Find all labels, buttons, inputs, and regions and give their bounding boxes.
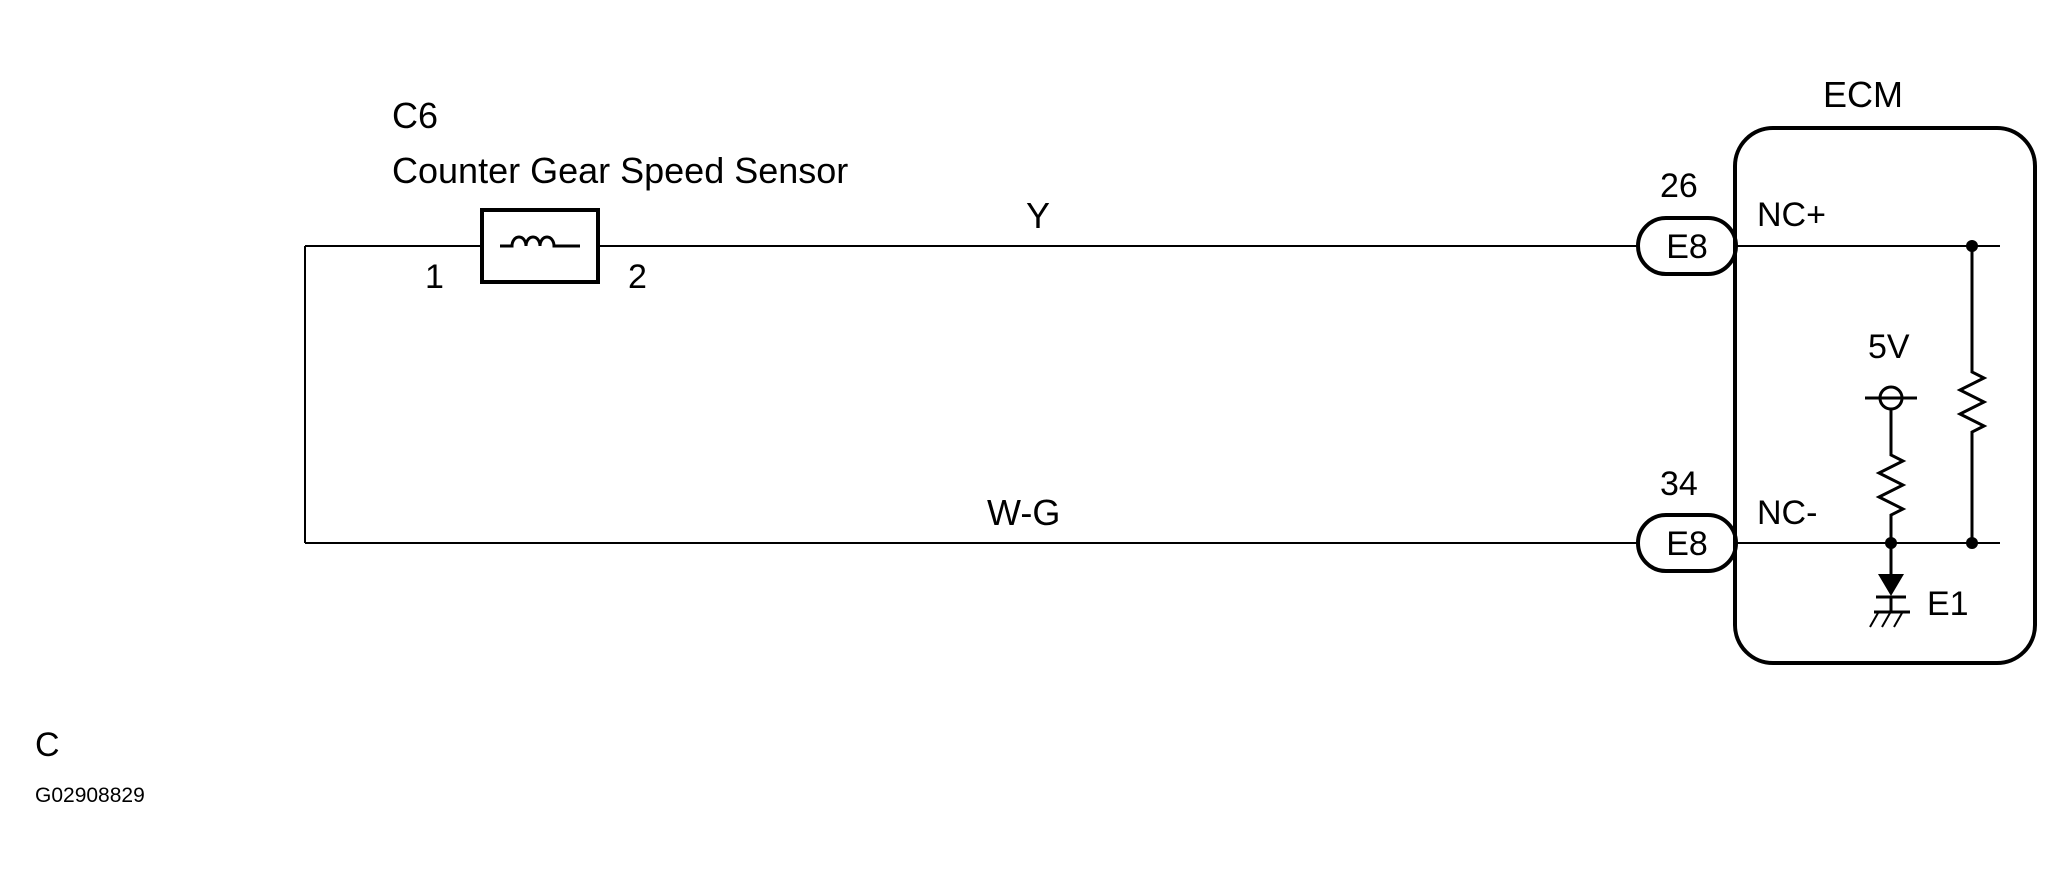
coil-icon: [500, 235, 580, 248]
ground-label: E1: [1927, 585, 1969, 623]
sensor-box: [480, 208, 600, 284]
sensor-code: C6: [392, 95, 438, 136]
ecm-pin-top-number: 26: [1660, 167, 1698, 205]
ecm-pin-top-connector: E8: [1666, 228, 1708, 266]
resistor-icon: [1956, 246, 1988, 543]
counter-gear-speed-sensor: C6 Counter Gear Speed Sensor 1 2: [392, 95, 848, 296]
ecm-box: [1733, 126, 2037, 665]
sensor-pin-right: 2: [628, 258, 647, 296]
figure-code: G02908829: [35, 784, 145, 807]
sensor-name: Counter Gear Speed Sensor: [392, 150, 848, 191]
ecm-pin-bottom-label: NC-: [1757, 494, 1817, 532]
wire-color-top: Y: [1026, 195, 1050, 236]
supply-voltage-label: 5V: [1868, 328, 1910, 366]
ecm-pin-bottom-connector: E8: [1666, 525, 1708, 563]
sensor-pin-left: 1: [425, 258, 444, 296]
ecm-unit: ECM 26 E8 NC+ 34 E8 NC- 5V: [1636, 74, 2037, 665]
footer-letter: C: [35, 726, 60, 764]
pullup-resistor-icon: [1875, 409, 1907, 543]
harness-wires: [304, 245, 1638, 544]
ecm-pin-bottom-number: 34: [1660, 465, 1698, 503]
ecm-title: ECM: [1823, 74, 1903, 115]
ground-icon: [1869, 610, 1910, 628]
ecm-pin-top-label: NC+: [1757, 196, 1826, 234]
wire-color-bottom: W-G: [987, 492, 1060, 533]
diode-icon: [1878, 574, 1904, 596]
